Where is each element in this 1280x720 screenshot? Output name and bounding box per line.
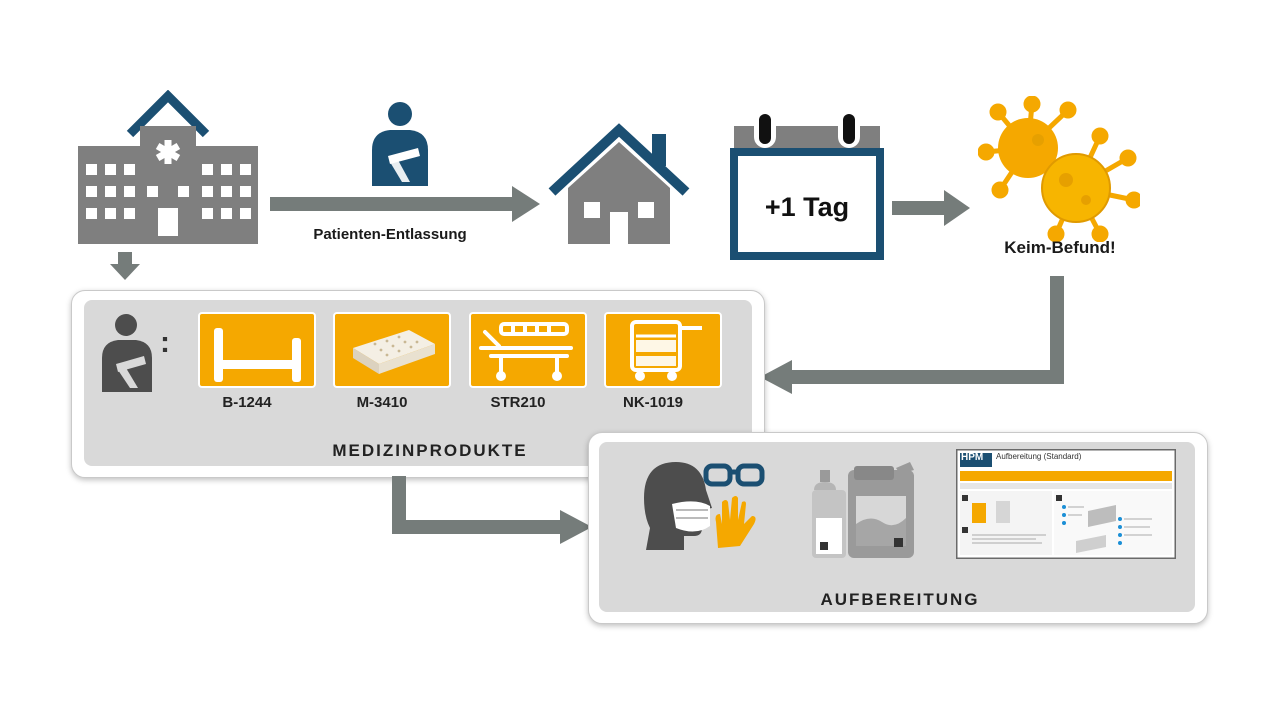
- product-label-stretcher: STR210: [490, 394, 546, 411]
- house-icon: [548, 123, 690, 244]
- product-tile-bed[interactable]: [198, 312, 316, 388]
- patient-icon: [372, 102, 428, 186]
- reprocessing-title: AUFBEREITUNG: [820, 590, 980, 609]
- product-label-cart: NK-1019: [622, 394, 684, 411]
- sheet-heading: Aufbereitung (Standard): [996, 452, 1082, 461]
- return-arrow-icon: [760, 276, 1064, 394]
- discharge-label: Patienten-Entlassung: [313, 226, 467, 243]
- cart-icon: [630, 320, 702, 381]
- product-label-bed: B-1244: [222, 394, 272, 411]
- finding-label: Keim-Befund!: [1004, 238, 1116, 257]
- ppe-icon: [644, 462, 765, 550]
- bed-icon: [214, 328, 301, 382]
- patient-gray-icon: [102, 314, 152, 392]
- germ-icon: [978, 96, 1140, 242]
- disinfectant-icon: [812, 462, 914, 558]
- calendar-to-germ-arrow-icon: [892, 190, 970, 226]
- mattress-icon: [353, 330, 435, 374]
- colon-separator: :: [160, 326, 170, 359]
- product-tile-cart[interactable]: [604, 312, 722, 388]
- stretcher-icon: [479, 322, 573, 381]
- calendar-text: +1 Tag: [764, 192, 850, 222]
- instruction-sheet-icon: [956, 449, 1176, 559]
- calendar-icon: [730, 110, 884, 260]
- discharge-arrow-icon: [270, 186, 540, 222]
- sheet-brand: HPM: [961, 452, 984, 463]
- product-tile-stretcher[interactable]: [469, 312, 587, 388]
- product-tile-mattress[interactable]: [333, 312, 451, 388]
- to-reprocessing-arrow-icon: [392, 476, 592, 544]
- hospital-icon: [78, 90, 258, 244]
- down-arrow-icon: [110, 252, 140, 280]
- product-label-mattress: M-3410: [356, 394, 408, 411]
- medical-products-title: MEDIZINPRODUKTE: [332, 441, 528, 460]
